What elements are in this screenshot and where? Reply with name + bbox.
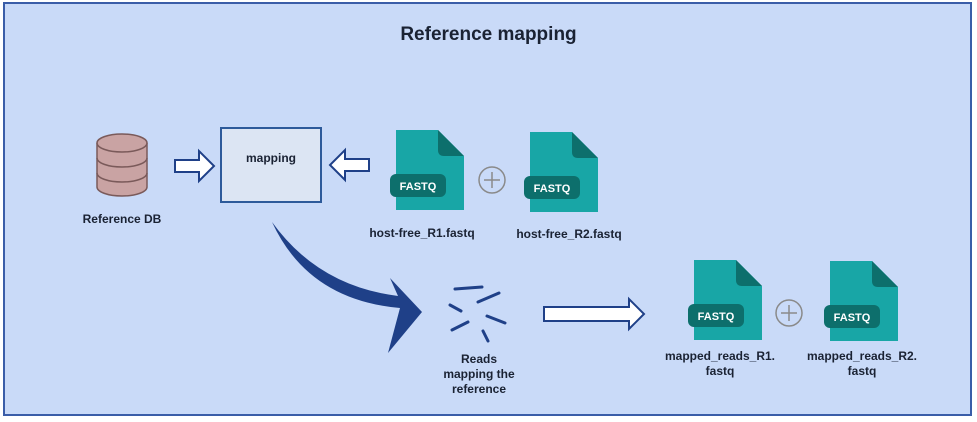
plus-circle-icon (478, 166, 506, 194)
input-r2-label: host-free_R2.fastq (516, 227, 622, 241)
arrow-left-icon (328, 147, 370, 183)
diagram-title: Reference mapping (400, 24, 577, 45)
input-r1-label: host-free_R1.fastq (369, 226, 475, 240)
fastq-file-icon: FASTQ (524, 132, 598, 212)
fastq-file-icon: FASTQ (824, 261, 898, 341)
output-r2-label-line1: mapped_reads_R2. (806, 349, 918, 363)
reads-label-line2: mapping the (443, 367, 515, 381)
mapping-box-label: mapping (246, 151, 296, 165)
reference-db-label: Reference DB (82, 212, 162, 226)
svg-text:FASTQ: FASTQ (400, 181, 437, 193)
reads-label: Reads mapping the reference (419, 352, 539, 397)
database-icon (96, 133, 148, 197)
output-r1-label-line1: mapped_reads_R1. (664, 349, 776, 363)
fastq-file-icon: FASTQ (688, 260, 762, 340)
reads-label-line1: Reads (460, 352, 498, 366)
fastq-file-icon: FASTQ (390, 130, 464, 210)
output-r2-label-line2: fastq (847, 364, 877, 378)
diagram-frame (3, 2, 972, 416)
output-r1-label: mapped_reads_R1. fastq (652, 349, 788, 379)
arrow-right-icon (174, 148, 216, 184)
svg-text:FASTQ: FASTQ (698, 311, 735, 323)
output-r1-label-line2: fastq (705, 364, 735, 378)
plus-circle-icon (775, 299, 803, 327)
arrow-right-icon (543, 296, 646, 332)
svg-text:FASTQ: FASTQ (534, 183, 571, 195)
mapping-box: mapping (220, 127, 322, 203)
reads-label-line3: reference (451, 382, 507, 396)
svg-text:FASTQ: FASTQ (834, 312, 871, 324)
curved-arrow-icon (272, 222, 422, 353)
reads-fragments-icon (448, 285, 507, 343)
output-r2-label: mapped_reads_R2. fastq (794, 349, 930, 379)
